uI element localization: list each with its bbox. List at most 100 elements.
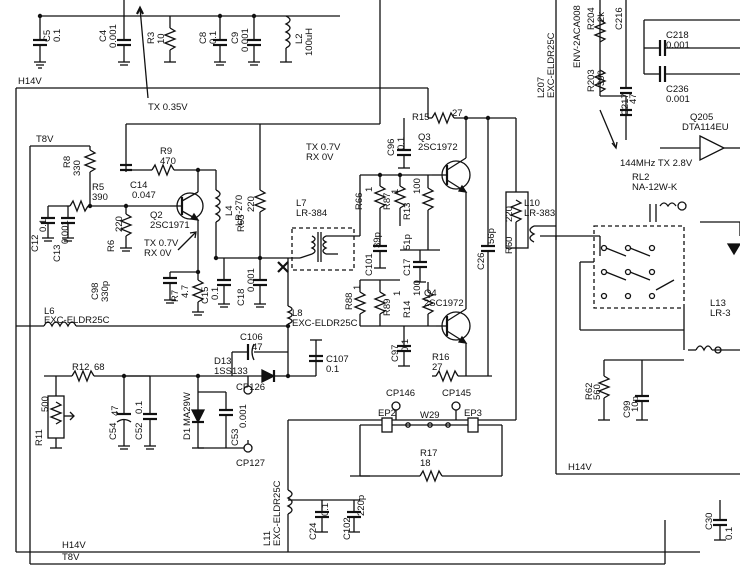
label-r11-value: 500 (40, 396, 51, 412)
label-q3-value: 2SC1972 (418, 142, 458, 153)
label-c53-value: 0.001 (238, 404, 249, 428)
label-h14v-bottom: H14V (62, 540, 86, 551)
label-r5: R5 (92, 182, 104, 193)
label-c13-value: 0.001 (60, 220, 71, 244)
label-c102: C102 (342, 517, 353, 540)
label-c26-value: 56p (486, 228, 497, 244)
label-l10: L10 (524, 198, 540, 209)
label-c5: C5 (42, 30, 53, 42)
label-r89-value: 1 (392, 291, 403, 296)
label-l6-value: EXC-ELDR25C (44, 315, 110, 326)
q2-stage (41, 123, 380, 316)
label-c54: C54 (108, 423, 119, 440)
label-c107: C107 (326, 354, 349, 365)
label-q4: Q4 (424, 288, 437, 299)
label-rl2: RL2 (632, 172, 649, 183)
label-c107-value: 0.1 (326, 364, 339, 375)
label-r8: R8 (62, 156, 73, 168)
label-c9-value: 0.001 (240, 28, 251, 52)
label-c96: C96 (386, 139, 397, 156)
component-labels: C5 0.1 C4 0.001 R3 10 C8 0.1 C9 0.001 L2… (18, 5, 735, 563)
label-l11: L11 (262, 531, 273, 546)
power-rails (15, 0, 740, 565)
label-r87-value: 1 (390, 189, 401, 194)
label-q4-value: 2SC1972 (424, 298, 464, 309)
label-r88-value: 1 (352, 285, 363, 290)
label-cp146: CP146 (386, 388, 415, 399)
label-r13-value: 100 (412, 178, 423, 194)
label-h14v-top: H14V (18, 76, 42, 87)
label-c30: C30 (704, 513, 715, 530)
label-r204: R204 (586, 7, 597, 30)
label-l11-value: EXC-ELDR25C (272, 480, 283, 546)
label-r88: R88 (344, 293, 355, 310)
label-l2-value: 100uH (304, 28, 315, 56)
label-c13: C13 (52, 245, 63, 262)
label-c101: C101 (364, 253, 375, 276)
label-tx-035v: TX 0.35V (148, 102, 188, 113)
label-c8: C8 (198, 32, 209, 44)
label-c12-value: 0.1 (38, 219, 49, 232)
label-r15: R15 (412, 112, 429, 123)
l6-l8-chokes (16, 258, 293, 376)
label-r16-value: 27 (432, 362, 443, 373)
label-ep2: EP2 (378, 408, 396, 419)
label-c216: C216 (614, 7, 625, 30)
label-l8: L8 (292, 308, 303, 319)
label-r17-value: 18 (420, 458, 431, 469)
label-c217: C217 (620, 93, 631, 116)
label-r3-value: 10 (156, 33, 167, 44)
label-l6: L6 (44, 306, 55, 317)
label-c24-value: 0.1 (320, 503, 331, 516)
label-cp126: CP126 (236, 382, 265, 393)
rl2-relay (560, 201, 740, 331)
label-cp145: CP145 (442, 388, 471, 399)
label-c30-value: 0.1 (724, 527, 735, 540)
label-r60-value: 220 (504, 206, 515, 222)
label-l7: L7 (296, 198, 307, 209)
label-r6-value: 220 (114, 216, 125, 232)
label-rx-0v-q3: RX 0V (306, 152, 334, 163)
label-q2-value: 2SC1971 (150, 220, 190, 231)
label-d13: D13 (214, 356, 231, 367)
label-q3: Q3 (418, 132, 431, 143)
label-r66: R66 (354, 193, 365, 210)
label-c18-value: 0.001 (246, 268, 257, 292)
label-c52-value: 0.1 (134, 401, 145, 414)
label-c217-value: 47 (628, 93, 639, 104)
label-r11: R11 (34, 429, 45, 446)
label-l7-value: LR-384 (296, 208, 327, 219)
label-q205-value: DTA114EU (682, 122, 729, 133)
label-c99-value: 10p (630, 396, 641, 412)
label-c14-value: 0.047 (132, 190, 156, 201)
label-r203-value: 390 (596, 70, 607, 86)
label-l13-value: LR-3 (710, 308, 731, 319)
label-cp127: CP127 (236, 458, 265, 469)
label-c53: C53 (230, 429, 241, 446)
label-h14v-mid: H14V (568, 462, 592, 473)
label-r16: R16 (432, 352, 449, 363)
label-c26: C26 (476, 253, 487, 270)
label-c4-value: 0.001 (108, 24, 119, 48)
label-q2: Q2 (150, 210, 163, 221)
label-r204-value: 2k (596, 12, 607, 22)
label-t8v-left: T8V (36, 134, 54, 145)
label-l10-value: LR-383 (524, 208, 555, 219)
label-c24: C24 (308, 523, 319, 540)
label-c9: C9 (230, 32, 241, 44)
label-tx-07v-q2: TX 0.7V (144, 238, 179, 249)
label-l8-value: EXC-ELDR25C (292, 318, 358, 329)
label-c106-value: 47 (252, 342, 263, 353)
label-c98-value: 330p (100, 281, 111, 302)
label-t8v-bottom: T8V (62, 552, 80, 563)
label-c98: C98 (90, 283, 101, 300)
label-c106: C106 (240, 332, 263, 343)
label-d1-value: MA29W (182, 392, 193, 426)
label-r89: R89 (382, 299, 393, 316)
label-c236-value: 0.001 (666, 94, 690, 105)
label-c17: C17 (402, 259, 413, 276)
label-c101-value: 39p (372, 232, 383, 248)
label-r87: R87 (382, 193, 393, 210)
label-l207-value: EXC-ELDR25C (546, 32, 557, 98)
